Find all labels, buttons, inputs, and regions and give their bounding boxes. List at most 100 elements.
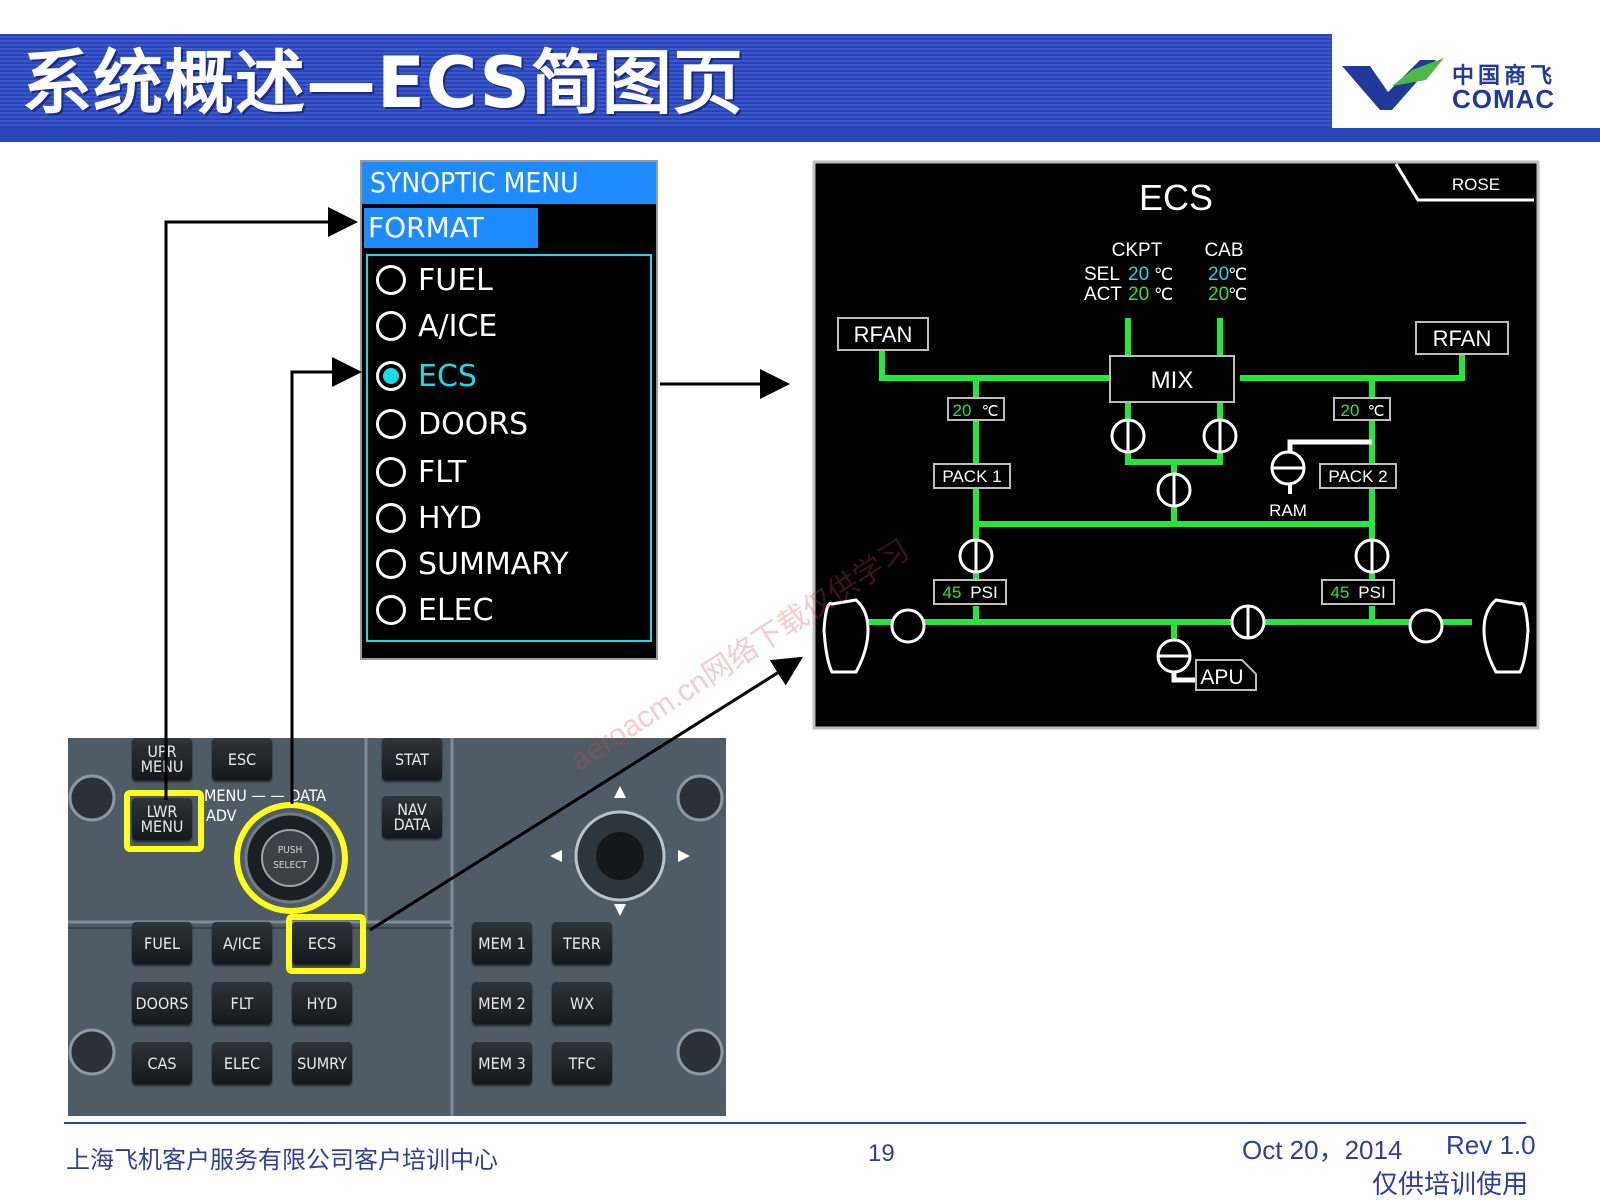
mem1-button[interactable]: MEM 1: [472, 922, 532, 964]
menu-item-label: HYD: [418, 500, 482, 536]
psi-right-unit: PSI: [1358, 583, 1385, 602]
menu-item-ecs[interactable]: ECS: [376, 354, 477, 398]
hyd-button[interactable]: HYD: [292, 982, 352, 1024]
pack1-temp: 20: [953, 401, 972, 420]
cab-act-unit: ℃: [1228, 285, 1247, 304]
synoptic-menu-title: SYNOPTIC MENU: [362, 162, 656, 204]
wx-button[interactable]: WX: [552, 982, 612, 1024]
menu-item-label: FLT: [418, 454, 467, 490]
cab-sel-temp: 20: [1208, 264, 1229, 285]
ecs-rose-label[interactable]: ROSE: [1452, 175, 1500, 194]
pack2-temp-unit: ℃: [1368, 403, 1385, 420]
ram-label: RAM: [1269, 501, 1307, 520]
psi-left-box: [933, 579, 1007, 605]
pack1-temp-box: [947, 397, 1005, 421]
comac-logo-icon: [1342, 58, 1444, 110]
pack2-box: [1319, 463, 1397, 489]
ckpt-act-unit: ℃: [1154, 285, 1173, 304]
cas-button[interactable]: CAS: [132, 1042, 192, 1084]
cab-label: CAB: [1204, 240, 1243, 261]
mix-label: MIX: [1151, 367, 1194, 394]
doors-button[interactable]: DOORS: [132, 982, 192, 1024]
apu-box: [1195, 659, 1257, 691]
menu-item-label: DOORS: [418, 406, 529, 442]
psi-right-box: [1321, 579, 1395, 605]
psi-left-value: 45: [943, 583, 962, 602]
act-label: ACT: [1084, 284, 1122, 305]
esc-button[interactable]: ESC: [212, 738, 272, 780]
lwr-menu-highlight: [124, 790, 204, 852]
pack1-temp-unit: ℃: [982, 403, 999, 420]
knob-highlight: [234, 802, 348, 914]
logo-text-en: COMAC: [1452, 84, 1556, 114]
menu-item-summary[interactable]: SUMMARY: [376, 542, 569, 586]
menu-item-label: A/ICE: [418, 308, 498, 344]
cab-sel-unit: ℃: [1228, 265, 1247, 284]
ecs-button[interactable]: ECS: [292, 922, 352, 964]
fuel-button[interactable]: FUEL: [132, 922, 192, 964]
ecs-synoptic: ROSE ECS CKPT CAB SEL ACT 20 20 ℃ ℃ 20 2…: [812, 160, 1540, 730]
ckpt-act-temp: 20: [1128, 284, 1149, 305]
terr-button[interactable]: TERR: [552, 922, 612, 964]
rfan-right-box: [1415, 321, 1509, 355]
mem3-button[interactable]: MEM 3: [472, 1042, 532, 1084]
ckpt-sel-unit: ℃: [1154, 265, 1173, 284]
radio-icon: [376, 409, 406, 439]
format-tab[interactable]: FORMAT: [364, 208, 538, 248]
menu-item-elec[interactable]: ELEC: [376, 588, 494, 632]
engine-left-icon: [822, 598, 870, 674]
pack2-temp-box: [1333, 397, 1391, 421]
cursor-control-joystick-icon[interactable]: [576, 812, 664, 900]
sel-label: SEL: [1084, 264, 1120, 285]
footer-rev: Rev 1.0: [1446, 1130, 1536, 1160]
radio-icon: [376, 265, 406, 295]
mem2-button[interactable]: MEM 2: [472, 982, 532, 1024]
control-panel: UPR MENU ESC LWR MENU MENU — — DATA ADV …: [68, 738, 726, 1116]
pack1-box: [933, 463, 1011, 489]
page-title: 系统概述—ECS简图页: [22, 42, 744, 124]
menu-item-label: SUMMARY: [418, 546, 569, 582]
footer-company: 上海飞机客户服务有限公司客户培训中心: [66, 1146, 498, 1174]
synoptic-menu: SYNOPTIC MENU FORMAT FUEL A/ICE ECS DOOR…: [360, 160, 658, 660]
menu-item-flt[interactable]: FLT: [376, 450, 466, 494]
ckpt-label: CKPT: [1112, 240, 1163, 261]
ecs-button-highlight: [286, 914, 366, 974]
header-bar: [0, 34, 1332, 140]
radio-icon: [376, 549, 406, 579]
ecs-title: ECS: [1139, 177, 1213, 218]
psi-right-value: 45: [1331, 583, 1350, 602]
nav-data-button[interactable]: NAV DATA: [382, 796, 442, 838]
upr-menu-button[interactable]: UPR MENU: [132, 738, 192, 780]
radio-icon: [376, 457, 406, 487]
page-number: 19: [868, 1140, 895, 1167]
footer-rule: [64, 1122, 1526, 1124]
menu-item-label: ECS: [418, 358, 477, 394]
flt-button[interactable]: FLT: [212, 982, 272, 1024]
pack2-label: PACK 2: [1328, 467, 1387, 486]
pack1-label: PACK 1: [942, 467, 1001, 486]
elec-button[interactable]: ELEC: [212, 1042, 272, 1084]
cab-act-temp: 20: [1208, 284, 1229, 305]
psi-left-unit: PSI: [970, 583, 997, 602]
apu-label: APU: [1200, 666, 1243, 689]
lwr-menu-button[interactable]: LWR MENU: [132, 798, 192, 840]
menu-item-fuel[interactable]: FUEL: [376, 258, 493, 302]
radio-icon: [376, 311, 406, 341]
synoptic-menu-list: FUEL A/ICE ECS DOORS FLT HYD SUMMARY ELE…: [366, 254, 652, 642]
stat-button[interactable]: STAT: [382, 738, 442, 780]
header-rule: [0, 128, 1600, 142]
pack2-temp: 20: [1341, 401, 1360, 420]
menu-item-label: ELEC: [418, 592, 494, 628]
rfan-right-label: RFAN: [1433, 326, 1492, 351]
tfc-button[interactable]: TFC: [552, 1042, 612, 1084]
engine-right-icon: [1482, 598, 1530, 674]
menu-item-aice[interactable]: A/ICE: [376, 304, 497, 348]
menu-data-label: MENU — — DATA: [204, 786, 327, 805]
valve-icons: [890, 418, 1444, 674]
rfan-left-label: RFAN: [854, 322, 913, 347]
sumry-button[interactable]: SUMRY: [292, 1042, 352, 1084]
menu-item-hyd[interactable]: HYD: [376, 496, 482, 540]
menu-item-doors[interactable]: DOORS: [376, 402, 528, 446]
aice-button[interactable]: A/ICE: [212, 922, 272, 964]
logo-text-cn: 中国商飞: [1452, 64, 1557, 89]
